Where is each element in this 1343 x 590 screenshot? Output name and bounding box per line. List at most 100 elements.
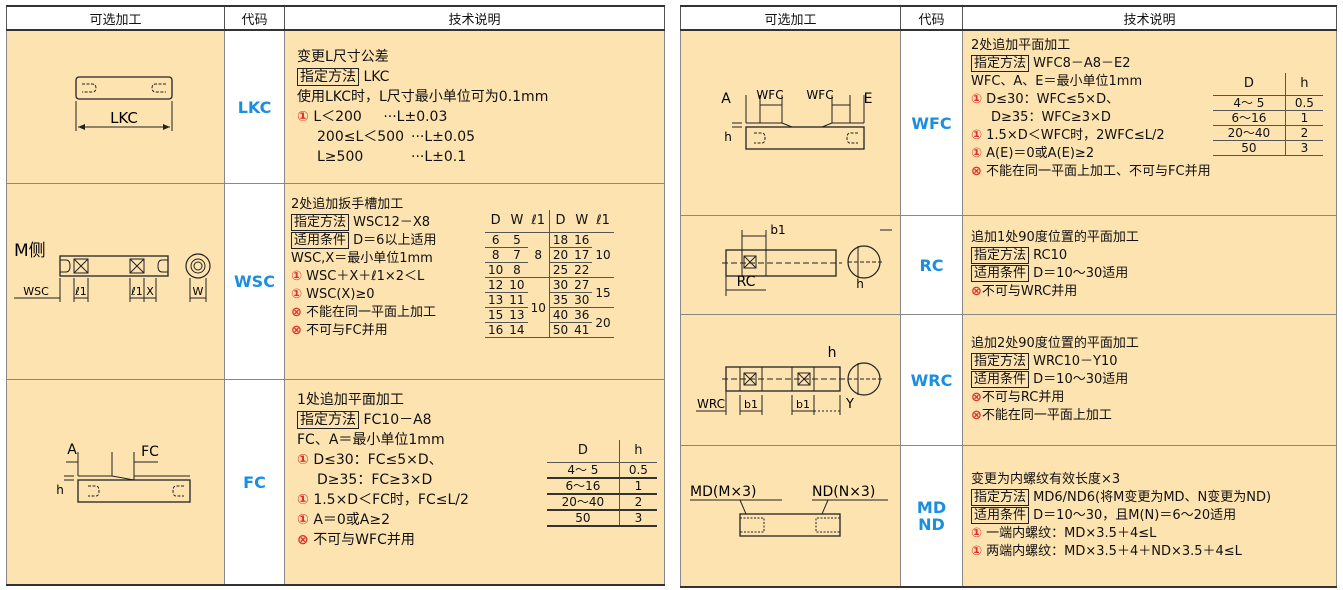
- wfc-cell: 2: [1285, 125, 1323, 141]
- wrc-fig-h: h: [827, 345, 836, 361]
- fc-desc: 1处追加平面加工 指定方法 FC10－A8 FC、A＝最小单位1mm ① D≤3…: [285, 382, 664, 582]
- warning-icon: ①: [291, 287, 303, 302]
- row-fc: A FC h FC 1处追加平面加工 指定方法 FC10－A8 FC、A＝最小单…: [6, 379, 665, 586]
- fc-w1b: D≥35：FC≥3×D: [317, 472, 433, 488]
- lkc-desc: 变更L尺寸公差 指定方法 LKC 使用LKC时，L尺寸最小单位可为0.1mm ①…: [285, 47, 664, 167]
- row-wsc: M侧: [6, 183, 665, 380]
- wrc-method-label: 指定方法: [971, 353, 1030, 370]
- warning-icon: ①: [971, 92, 983, 107]
- warning-icon: ①: [297, 109, 309, 125]
- prohibit-icon: ⊗: [291, 305, 302, 320]
- wrc-p2: 不能在同一平面上加工: [981, 408, 1112, 423]
- wsc-cell: 16: [571, 232, 593, 248]
- wfc-cell: 50: [1213, 140, 1286, 156]
- warning-icon: ①: [297, 452, 309, 468]
- wsc-th-l12: ℓ1: [592, 210, 614, 233]
- wsc-cell: 22: [571, 262, 593, 278]
- wfc-method-label: 指定方法: [971, 55, 1030, 72]
- wsc-cell: 35: [549, 292, 572, 308]
- wsc-cell: 50: [549, 322, 572, 338]
- wfc-line3: WFC、A、E＝最小单位1mm: [971, 74, 1143, 89]
- mdnd-cond-label: 适用条件: [971, 507, 1030, 524]
- lkc-figure-cell: LKC: [6, 29, 225, 184]
- rc-desc-cell: 追加1处90度位置的平面加工 指定方法 RC10 适用条件 D＝10～30适用 …: [962, 215, 1337, 315]
- wfc-fig-wfc1: WFC: [756, 88, 783, 102]
- mdnd-w2: 两端内螺纹：MD×3.5＋4＋ND×3.5＋4≤L: [986, 544, 1242, 559]
- wsc-desc: 2处追加扳手槽加工 指定方法 WSC12－X8 适用条件 D＝6以上适用 WSC…: [285, 186, 664, 377]
- left-header-row: 可选加工 代码 技术说明: [6, 5, 665, 31]
- fc-w2: 1.5×D＜FC时，FC≤L/2: [313, 492, 469, 508]
- wsc-cell: 8: [506, 262, 528, 278]
- header-option: 可选加工: [6, 5, 225, 31]
- mdnd-method-value: MD6/ND6(将M变更为MD、N变更为ND): [1033, 490, 1272, 505]
- wsc-fig-l1b: ℓ1: [130, 285, 143, 298]
- wfc-cell: 4～ 5: [1213, 95, 1286, 111]
- wsc-cell: 13: [485, 292, 507, 308]
- wrc-cond-value: D＝10～30适用: [1033, 372, 1129, 387]
- wfc-desc-cell: 2处追加平面加工 指定方法 WFC8－A8－E2 WFC、A、E＝最小单位1mm…: [962, 29, 1337, 216]
- wfc-drawing: A WFC WFC E h: [721, 88, 872, 150]
- wsc-th-w: W: [506, 210, 528, 233]
- wfc-code: WFC: [900, 29, 963, 216]
- prohibit-icon: ⊗: [971, 164, 982, 179]
- header-code: 代码: [900, 5, 963, 31]
- wsc-w2: WSC(X)≥0: [306, 287, 375, 302]
- fc-fig-fc: FC: [141, 444, 159, 460]
- fc-th-d: D: [547, 440, 620, 463]
- lkc-cond-0: L＜200: [313, 109, 362, 125]
- fc-cell: 2: [619, 494, 657, 511]
- wsc-p1: 不能在同一平面上加工: [306, 305, 437, 320]
- wrc-fig-wrc: WRC: [697, 397, 725, 411]
- prohibit-icon: ⊗: [971, 284, 982, 299]
- fc-method-value: FC10－A8: [363, 412, 432, 428]
- warning-icon: ①: [971, 544, 983, 559]
- rc-method-value: RC10: [1033, 248, 1068, 263]
- wsc-desc-cell: 2处追加扳手槽加工 指定方法 WSC12－X8 适用条件 D＝6以上适用 WSC…: [284, 183, 665, 380]
- lkc-line3: 使用LKC时，L尺寸最小单位可为0.1mm: [297, 89, 549, 105]
- fc-cell: 0.5: [619, 462, 657, 479]
- header-code: 代码: [224, 5, 285, 31]
- lkc-tol-0: ···L±0.03: [383, 109, 448, 125]
- header-description: 技术说明: [284, 5, 665, 31]
- wfc-p1: 不能在同一平面上加工、不可与FC并用: [986, 164, 1211, 179]
- fc-line3: FC、A＝最小单位1mm: [297, 432, 445, 448]
- wsc-cell: 10: [506, 277, 528, 293]
- mdnd-figure-cell: MD(M×3) ND(N×3): [680, 445, 901, 588]
- wsc-th-w2: W: [571, 210, 593, 233]
- fc-cell: 20～40: [547, 494, 620, 511]
- wsc-cell: 30: [549, 277, 572, 293]
- wsc-fig-wsc: WSC: [23, 285, 49, 298]
- wsc-cell: 11: [506, 292, 528, 308]
- wrc-method-value: WRC10－Y10: [1033, 354, 1118, 369]
- rc-code: RC: [900, 215, 963, 315]
- fc-cell: 1: [619, 478, 657, 495]
- wsc-cell: 20: [592, 307, 614, 338]
- md-code: MD: [916, 498, 947, 517]
- prohibit-icon: ⊗: [971, 408, 982, 423]
- wsc-cell: 36: [571, 307, 593, 323]
- nd-code: ND: [918, 515, 945, 534]
- wfc-fig-e: E: [863, 91, 872, 107]
- wsc-cell: 10: [527, 277, 550, 338]
- warning-icon: ①: [971, 146, 983, 161]
- lkc-cond-1: 200≤L＜500: [317, 129, 404, 145]
- header-description: 技术说明: [962, 5, 1337, 31]
- prohibit-icon: ⊗: [297, 532, 309, 548]
- mdnd-cond-value: D＝10～30，且M(N)＝6～20适用: [1033, 508, 1237, 523]
- fc-method-label: 指定方法: [297, 411, 359, 429]
- lkc-cond-2: L≥500: [317, 149, 364, 165]
- wfc-cell: 3: [1285, 140, 1323, 156]
- fc-desc-cell: 1处追加平面加工 指定方法 FC10－A8 FC、A＝最小单位1mm ① D≤3…: [284, 379, 665, 586]
- rc-desc: 追加1处90度位置的平面加工 指定方法 RC10 适用条件 D＝10～30适用 …: [963, 229, 1336, 301]
- wfc-cell: 1: [1285, 110, 1323, 126]
- wsc-cell: 10: [592, 232, 614, 278]
- wsc-fig-l1a: ℓ1: [74, 285, 87, 298]
- rc-figure-cell: b1 RC h: [680, 215, 901, 315]
- warning-icon: ①: [971, 526, 983, 541]
- rc-drawing: b1 RC h: [721, 223, 892, 296]
- wrc-desc-cell: 追加2处90度位置的平面加工 指定方法 WRC10－Y10 适用条件 D＝10～…: [962, 314, 1337, 446]
- wrc-fig-b1b: b1: [796, 398, 810, 411]
- fc-fig-a: A: [67, 442, 77, 458]
- wrc-figure-cell: h WRC b1 b1 Y: [680, 314, 901, 446]
- wfc-desc: 2处追加平面加工 指定方法 WFC8－A8－E2 WFC、A、E＝最小单位1mm…: [963, 33, 1336, 213]
